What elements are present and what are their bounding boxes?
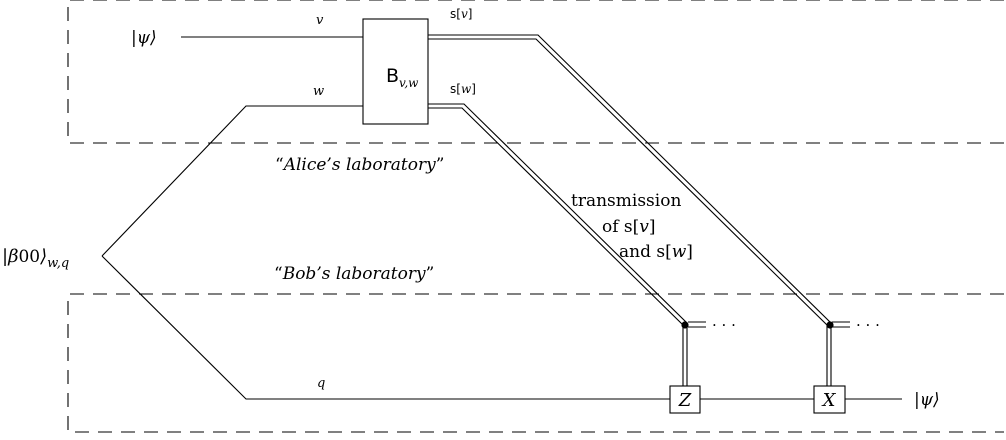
classical-wire-sv-b: [428, 38, 828, 386]
wire-label-w: w: [313, 84, 324, 99]
wire-w: [101, 105, 363, 257]
gate-z: [669, 385, 701, 414]
alice-lab-boundary: [67, 0, 1004, 144]
bob-lab-label: “Bob’s laboratory”: [274, 264, 434, 284]
classical-label-sv: s[v]: [450, 7, 472, 21]
transmission-line-3: and s[w]: [619, 242, 693, 262]
gate-b-subscript: v,w: [399, 76, 419, 90]
alice-lab-label: “Alice’s laboratory”: [275, 155, 444, 175]
input-state-label: |ψ⟩: [131, 28, 157, 48]
transmission-line-2: of s[v]: [602, 217, 656, 237]
gate-x: [813, 385, 846, 414]
classical-wire-sw-a: [428, 103, 688, 386]
gate-x-label: X: [821, 390, 837, 411]
transmission-line-1: transmission: [571, 191, 681, 211]
wire-q: [101, 255, 670, 400]
classical-wire-sw-b: [428, 107, 684, 386]
control-dot-sv: [826, 321, 834, 329]
output-state-label: |ψ⟩: [914, 390, 940, 410]
wire-label-v: v: [316, 13, 324, 28]
gate-b: [362, 18, 429, 125]
wire-label-q: q: [317, 376, 325, 391]
ellipsis-sv: · · ·: [856, 316, 880, 334]
gate-z-label: Z: [678, 390, 692, 411]
gate-b-label: B: [386, 65, 399, 87]
bell-state-label: |β00⟩w,q: [2, 246, 69, 271]
ellipsis-sw: · · ·: [712, 316, 736, 334]
bob-lab-boundary: [67, 293, 1004, 433]
classical-wire-sv-a: [428, 34, 832, 386]
classical-label-sw: s[w]: [450, 82, 476, 96]
control-dot-sw: [681, 321, 689, 329]
